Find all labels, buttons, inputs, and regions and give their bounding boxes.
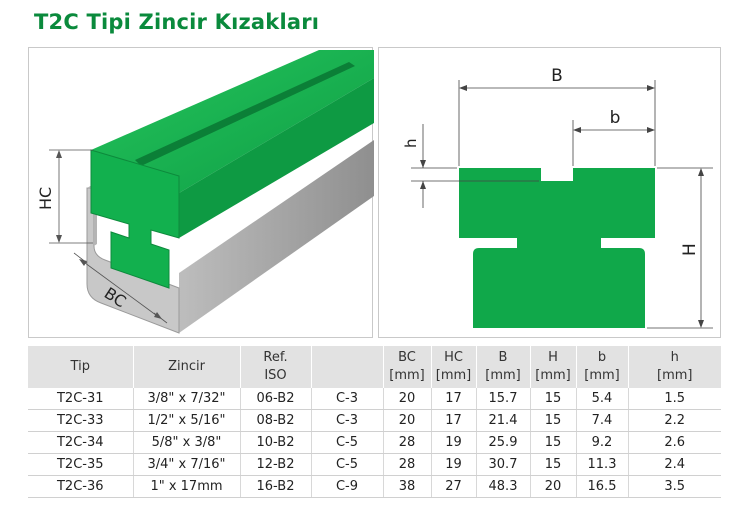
steel-channel-front — [86, 187, 180, 334]
profile-groove — [135, 62, 355, 166]
header-h-height: H[mm] — [530, 346, 577, 388]
header-zincir: Zincir — [133, 346, 241, 388]
isometric-illustration-panel: HC BC — [28, 47, 374, 338]
h-height-label: H — [680, 243, 700, 256]
header-b-width: B[mm] — [476, 346, 531, 388]
h-groove-label: h — [402, 138, 420, 148]
hc-label: HC — [36, 187, 55, 210]
spec-table: Tip Zincir Ref.ISO BC[mm] HC[mm] B[mm] H… — [28, 346, 721, 498]
header-blank — [311, 346, 384, 388]
profile-front-face — [90, 149, 180, 289]
profile-side-face — [179, 78, 374, 238]
b-width-label: B — [551, 66, 563, 86]
header-b-groove: b[mm] — [576, 346, 629, 388]
steel-channel-side — [179, 140, 374, 333]
t-profile-shape — [459, 168, 655, 328]
header-bc: BC[mm] — [383, 346, 432, 388]
page-title: T2C Tipi Zincir Kızakları — [34, 10, 320, 34]
spec-table-header: Tip Zincir Ref.ISO BC[mm] HC[mm] B[mm] H… — [28, 346, 721, 388]
b-groove-label: b — [610, 108, 621, 128]
header-ref-iso: Ref.ISO — [240, 346, 312, 388]
header-hc: HC[mm] — [431, 346, 477, 388]
profile-cross-section: B b h H — [402, 66, 713, 329]
header-h-groove: h[mm] — [628, 346, 721, 388]
profile-cross-section-panel: B b h H — [378, 47, 721, 338]
header-tip: Tip — [28, 346, 134, 388]
isometric-illustration: HC BC — [36, 50, 374, 334]
